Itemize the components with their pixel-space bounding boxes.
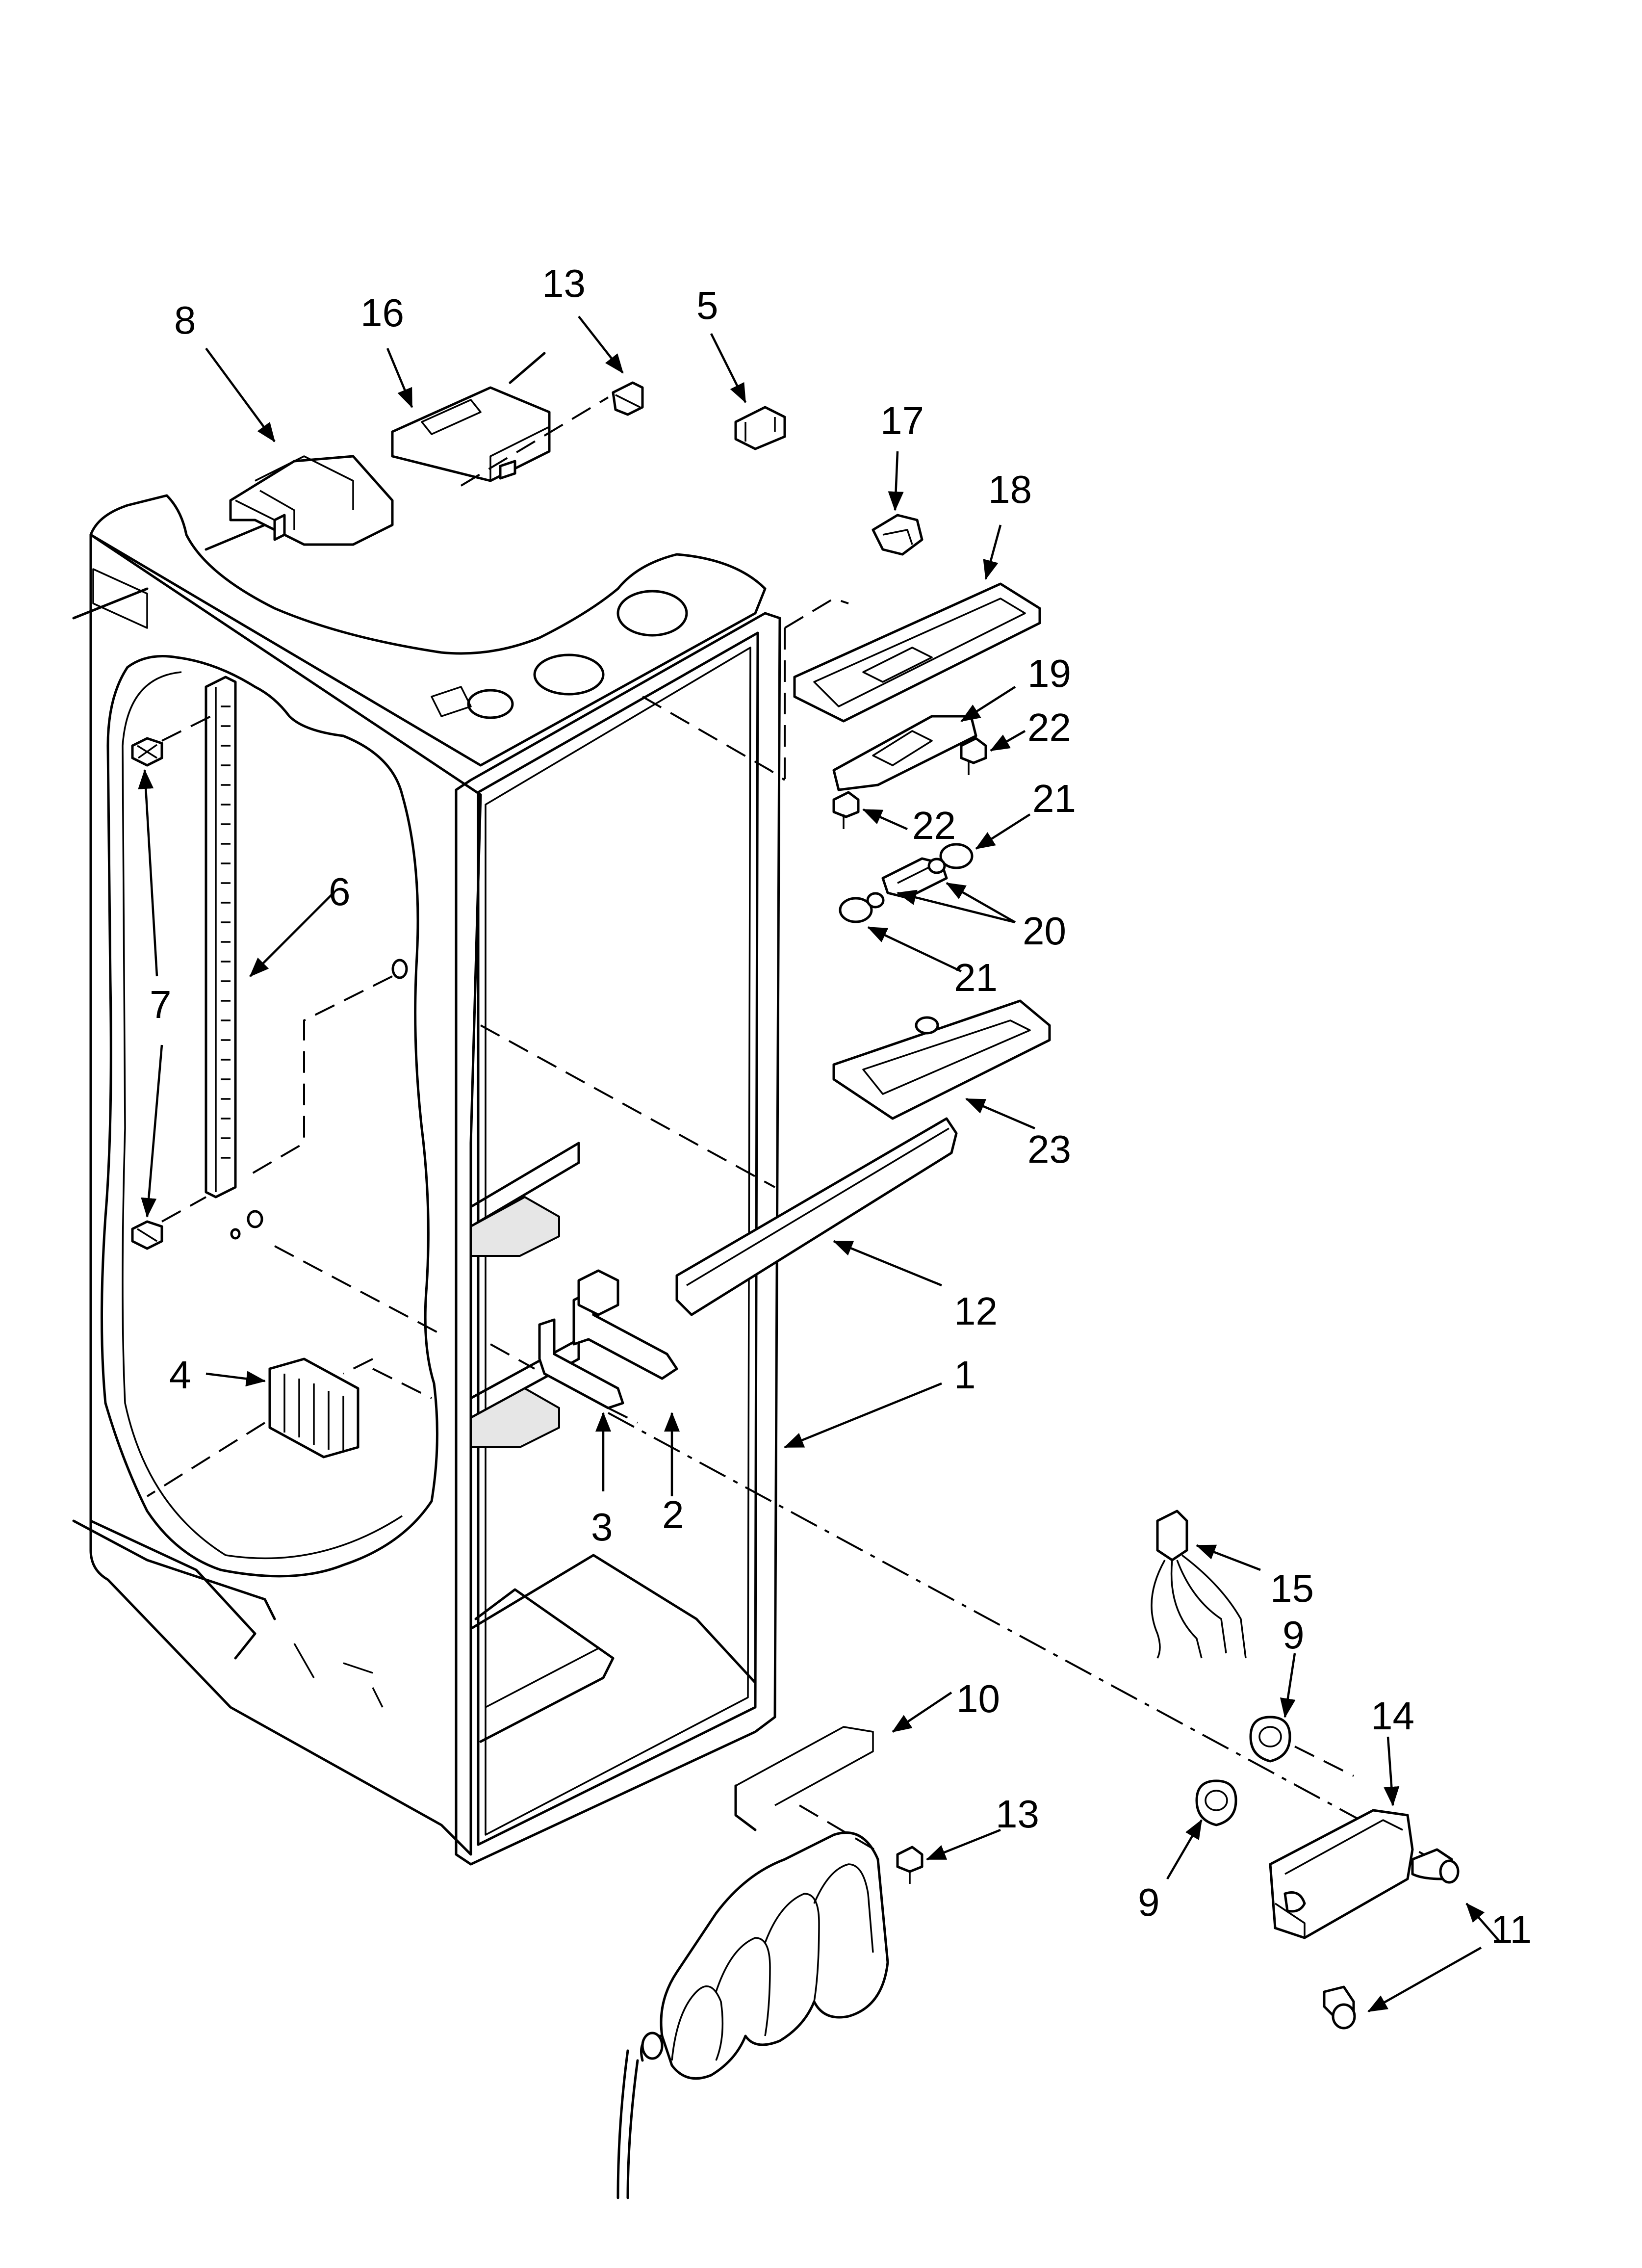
- callout-2: 2: [662, 1493, 684, 1537]
- screw-22-left: [832, 791, 860, 829]
- callout-16: 16: [360, 291, 404, 335]
- callout-1: 1: [954, 1353, 976, 1397]
- screw-22-right: [960, 737, 987, 775]
- light-shield: [832, 999, 1051, 1120]
- callout-7: 7: [150, 983, 172, 1026]
- callout-15: 15: [1270, 1566, 1314, 1610]
- callout-12: 12: [954, 1289, 998, 1333]
- callout-3: 3: [591, 1505, 613, 1549]
- callout-22-lower: 22: [912, 804, 956, 847]
- control-housing: [229, 455, 394, 546]
- callout-20: 20: [1023, 909, 1066, 953]
- cabinet-liner: [72, 494, 781, 1866]
- liner-cutaway-outline: [101, 655, 438, 1578]
- callout-6: 6: [329, 870, 351, 913]
- shelf-support-bar: [675, 1117, 958, 1316]
- callout-9-upper: 9: [1283, 1613, 1305, 1657]
- callout-11: 11: [1491, 1907, 1532, 1951]
- clip-part: [734, 406, 786, 450]
- bulb-cover: [832, 715, 977, 791]
- callout-9-lower: 9: [1138, 1880, 1160, 1924]
- callout-13-bottom: 13: [996, 1792, 1039, 1836]
- control-bracket-cover: [391, 386, 551, 482]
- callout-22-upper: 22: [1027, 705, 1071, 749]
- callout-17: 17: [880, 399, 924, 443]
- callout-19: 19: [1027, 652, 1071, 695]
- callout-labels: 8 16 13 5 17 18 19 22 22 21 20 21 23 6 7…: [150, 261, 1532, 1951]
- callout-5: 5: [696, 284, 718, 327]
- callout-21-lower: 21: [954, 956, 998, 999]
- screw-11-lower: [1323, 1985, 1356, 2030]
- bulb-right: [927, 843, 974, 874]
- cap-right: [1249, 1716, 1291, 1763]
- screw-bottom: [896, 1846, 924, 1884]
- shelf-bracket-3: [538, 1318, 624, 1409]
- light-housing: [793, 582, 1041, 723]
- vent-grille: [268, 1357, 359, 1459]
- wire-harness: [1151, 1510, 1247, 1659]
- callout-4: 4: [169, 1353, 191, 1397]
- callout-23: 23: [1027, 1127, 1071, 1171]
- callout-14: 14: [1371, 1694, 1414, 1738]
- screw-top: [612, 381, 644, 416]
- callout-8: 8: [174, 298, 196, 342]
- light-switch-clip: [872, 514, 924, 556]
- shelf-bracket-2: [572, 1269, 678, 1380]
- cap-left: [1195, 1779, 1237, 1826]
- vertical-rail: [205, 676, 237, 1199]
- callout-18: 18: [988, 468, 1032, 511]
- callout-10: 10: [956, 1677, 1000, 1721]
- drain-housing: [1269, 1809, 1414, 1939]
- leader-lines: [138, 315, 1502, 2012]
- screw-11-upper: [1411, 1848, 1460, 1884]
- screw-upper: [131, 737, 163, 767]
- callout-13-top: 13: [542, 261, 586, 305]
- bulb-left: [839, 892, 885, 923]
- defrost-heater-coil: [616, 1726, 889, 2199]
- screw-lower: [131, 1220, 163, 1250]
- callout-21-upper: 21: [1032, 777, 1076, 820]
